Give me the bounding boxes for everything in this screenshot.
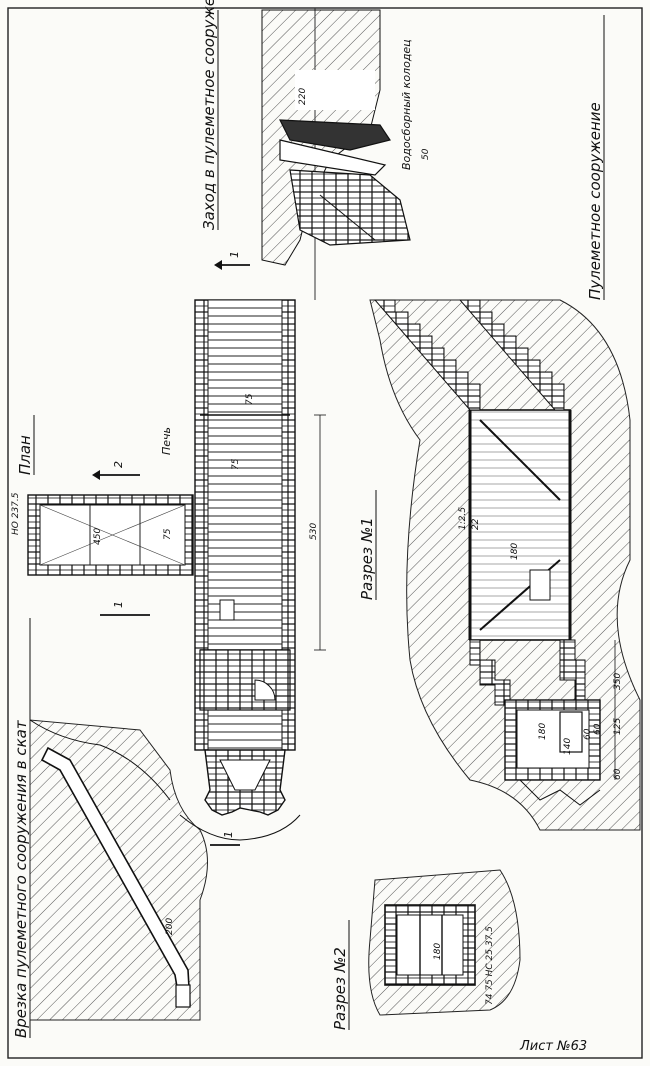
section1-title: Разрез №1 <box>358 517 376 600</box>
plan-width-dim: 450 <box>93 528 103 545</box>
slope-dim: 200 <box>165 918 175 935</box>
arrow-2-label: 2 <box>112 461 125 468</box>
sheet-title: Врезка пулеметного сооружения в скат <box>12 719 30 1038</box>
section1-slope-dim: 1:2.5 <box>458 507 468 530</box>
section1-sub7-dim: 22 <box>471 518 481 530</box>
section2-title: Разрез №2 <box>331 947 349 1030</box>
entrance-arrow-label: 1 <box>228 251 241 258</box>
section-2-view: Разрез №2 180 74 75 НС 25 37.5 <box>331 869 521 1030</box>
plan-small-dim-a: 75 <box>163 528 173 540</box>
arrow-1-label-bottom: 1 <box>222 831 235 838</box>
stove-label: Печь <box>160 427 173 455</box>
slope-section: 200 <box>29 719 208 1021</box>
entrance-width-dim: 220 <box>298 88 308 105</box>
drain-well-label: Водосборный колодец <box>400 39 413 170</box>
plan-height-dim: НО 237.5 <box>11 492 21 535</box>
sheet-frame <box>7 7 643 1059</box>
entrance-title: Заход в пулеметное сооружение. <box>200 0 218 230</box>
title-block: Врезка пулеметного сооружения в скат <box>12 618 31 1038</box>
section1-sub5-dim: 60 <box>593 723 603 735</box>
arrow-1-label-top: 1 <box>112 601 125 608</box>
section2-dims: 74 75 НС 25 37.5 <box>485 926 495 1005</box>
section1-sub4-dim: 140 <box>563 738 573 755</box>
plan-length-dim: 530 <box>309 523 319 540</box>
section1-sub3-dim: 60 <box>583 728 593 740</box>
section2-height-dim: 180 <box>433 943 443 960</box>
entrance-50-dim: 50 <box>421 148 431 160</box>
section-1-view: Разрез №1 180 1:2.5 22 180 140 <box>358 299 641 831</box>
section1-sub6-dim: 60 <box>613 768 623 780</box>
section1-height-dim: 180 <box>510 543 520 560</box>
plan-small-dim-c: 75 <box>245 393 255 405</box>
entrance-view: Заход в пулеметное сооружение. 220 50 Во… <box>200 0 431 270</box>
sheet-number: Лист №63 <box>519 1039 587 1054</box>
plan-view: План НО 237.5 450 75 <box>11 299 326 846</box>
plan-small-dim-b: 75 <box>231 458 241 470</box>
machinegun-title-block: Пулеметное сооружение <box>586 15 605 300</box>
machinegun-title: Пулеметное сооружение <box>586 102 604 300</box>
plan-title: План <box>16 435 34 475</box>
section1-height2-dim: 180 <box>538 723 548 740</box>
section1-sub1-dim: 125 <box>613 718 623 735</box>
section1-sub2-dim: 350 <box>613 673 623 690</box>
